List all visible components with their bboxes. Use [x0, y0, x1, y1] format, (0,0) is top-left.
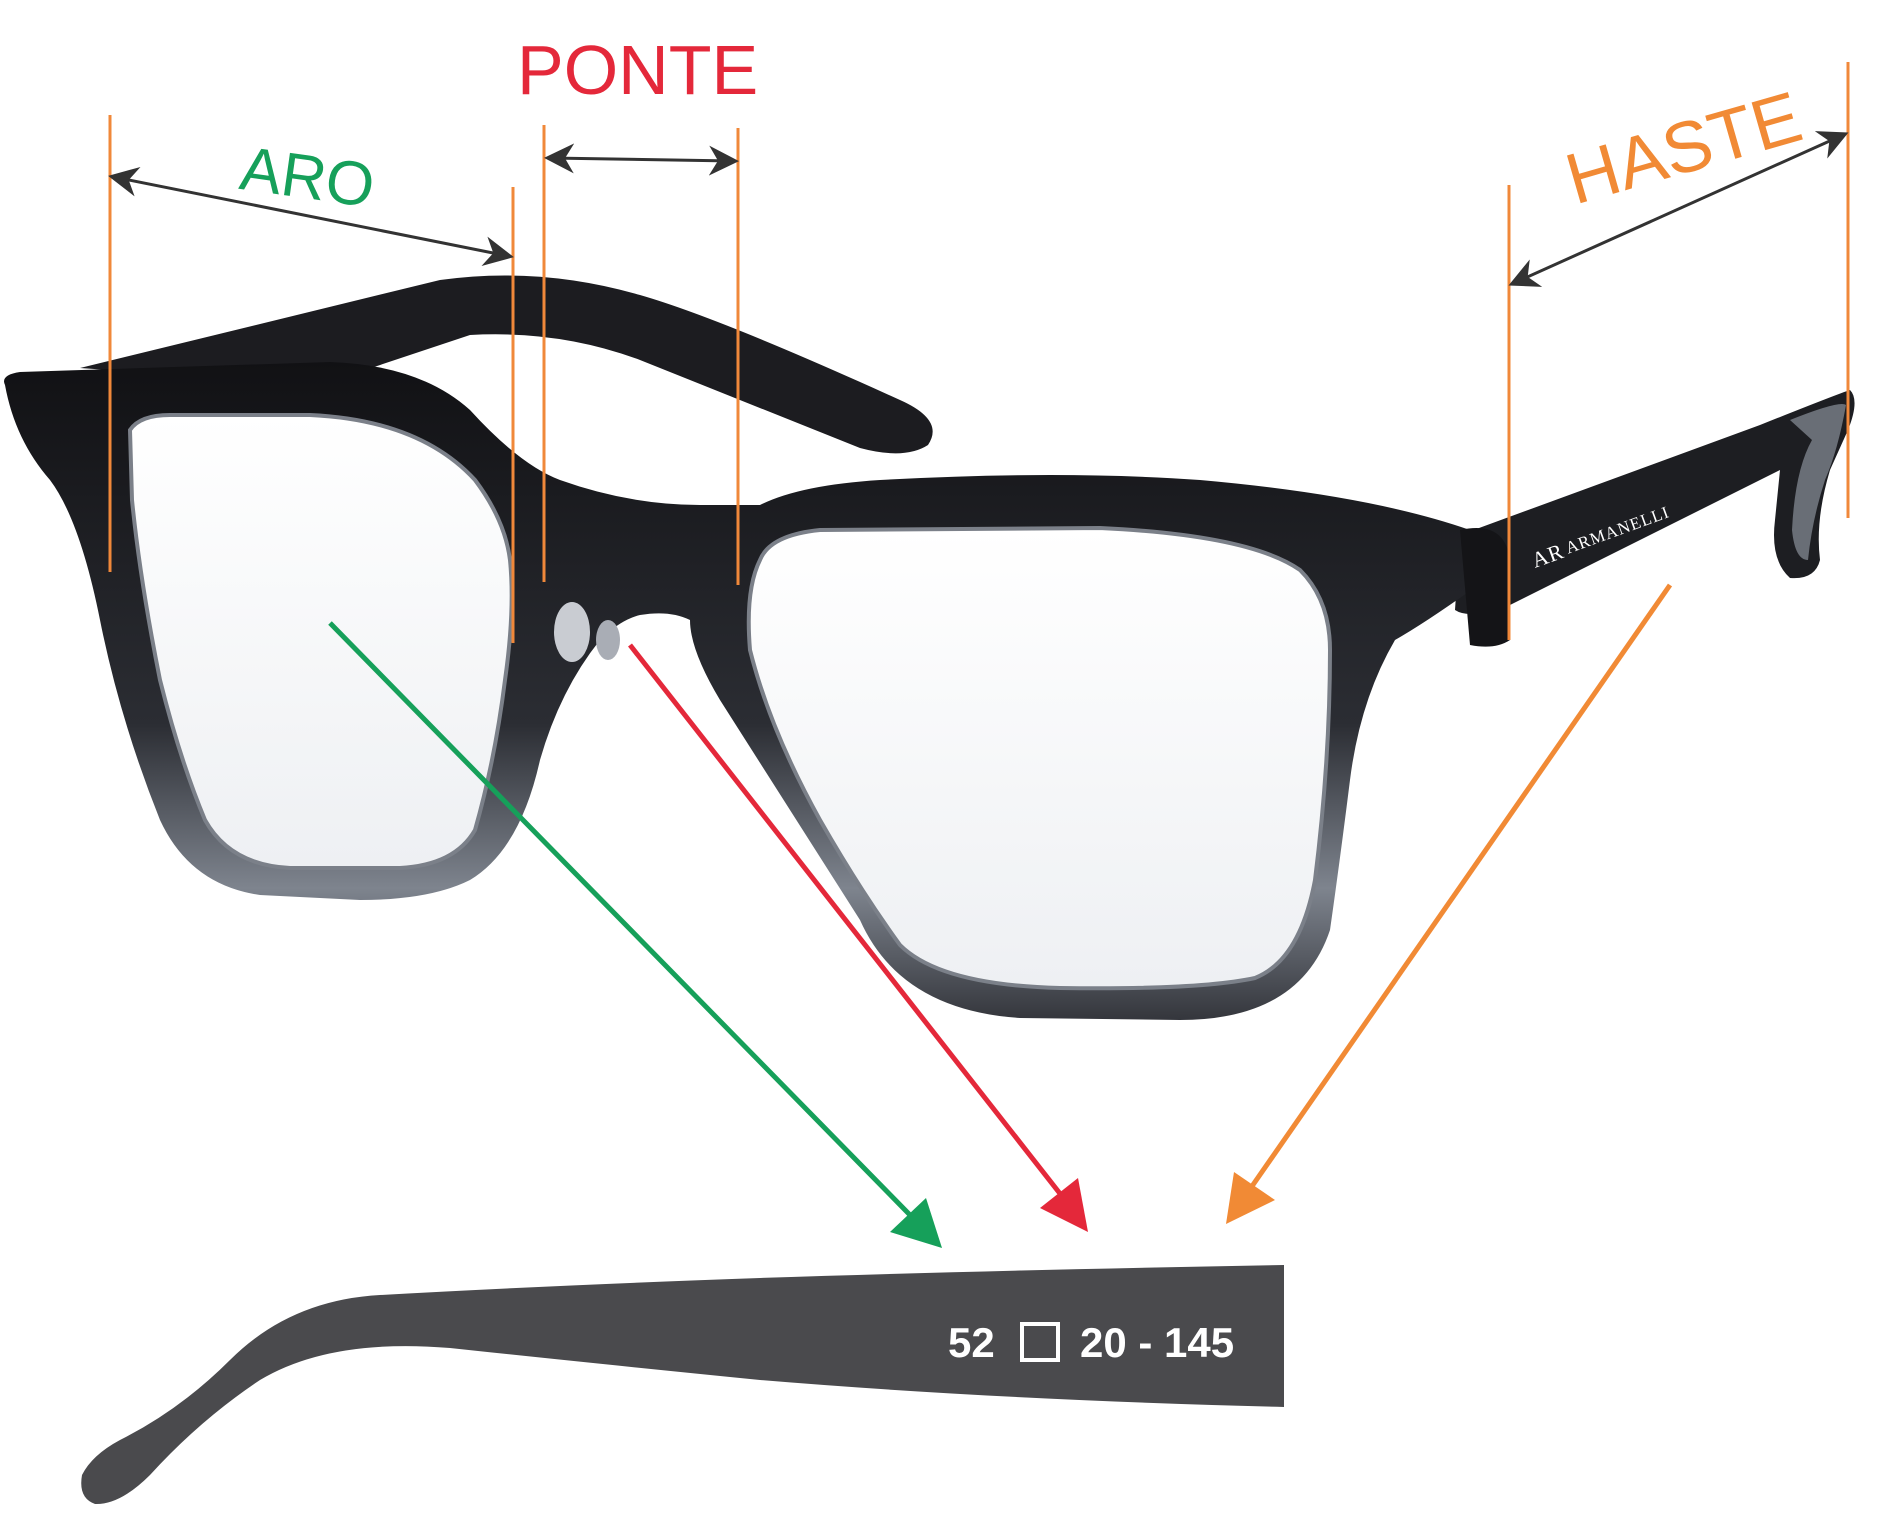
ponte-dimension-arrow [544, 143, 739, 176]
haste-pointer-head [1226, 1172, 1275, 1224]
ponte-pointer-head [1040, 1178, 1088, 1232]
near-temple-highlight [1790, 404, 1846, 560]
temple-piece [81, 1265, 1285, 1505]
haste-pointer-line [1245, 583, 1673, 1194]
hinge-block [1460, 528, 1510, 647]
square-icon [1020, 1322, 1060, 1362]
pointer-arrows [328, 583, 1673, 1248]
right-lens [746, 525, 1333, 991]
haste-label: HASTE [1557, 77, 1810, 220]
nose-pad-left [554, 602, 590, 662]
far-temple-arm [80, 275, 933, 454]
aro-pointer-head [890, 1198, 942, 1248]
nose-pad-right [596, 620, 620, 660]
temple-bridge-and-temple: 20 - 145 [1080, 1319, 1234, 1366]
ponte-pointer-line [628, 643, 1067, 1202]
ponte-label: PONTE [517, 31, 758, 109]
haste-dimension-arrow [1508, 131, 1849, 287]
glasses-illustration: AR ARMANELLI [4, 275, 1855, 1020]
aro-label: ARO [236, 134, 379, 221]
near-temple-arm [1455, 390, 1855, 614]
temple-closeup: 52 20 - 145 [81, 1265, 1285, 1505]
dimension-arrows [108, 131, 1849, 287]
aro-dimension-arrow [108, 167, 514, 266]
left-lens [127, 413, 514, 870]
temple-aro-size: 52 [948, 1319, 995, 1366]
aro-pointer-line [328, 621, 912, 1217]
